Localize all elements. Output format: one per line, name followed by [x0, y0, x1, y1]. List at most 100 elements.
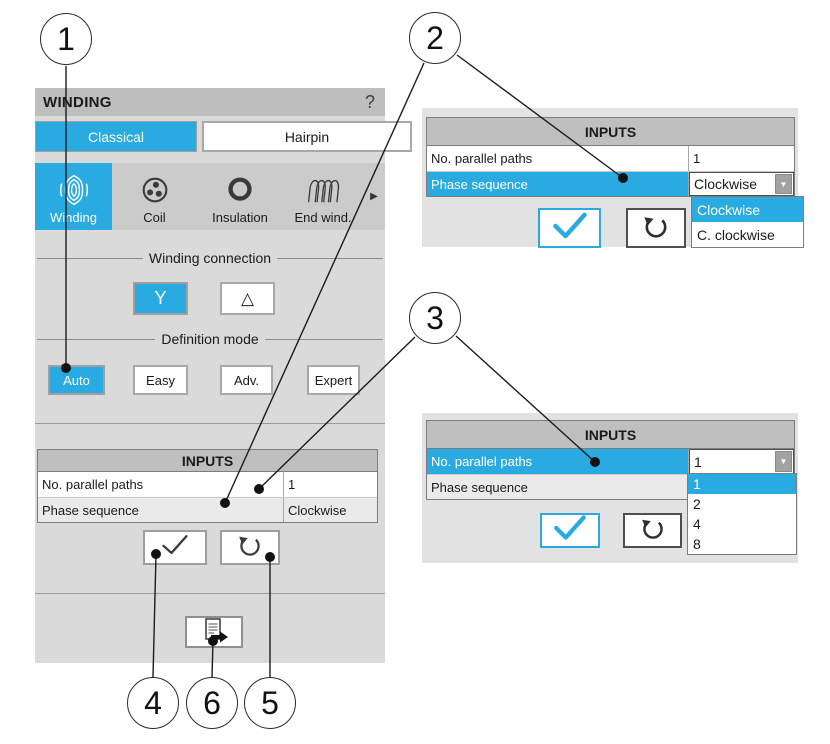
check-icon: [551, 211, 589, 246]
nav-scroll-right-icon[interactable]: ▶: [370, 191, 378, 202]
nav-tab-endwind[interactable]: End wind.: [283, 163, 363, 230]
restore-button[interactable]: [220, 530, 280, 565]
winding-panel: WINDING ? Classical Hairpin Wi: [35, 88, 412, 663]
combobox-value: Clockwise: [694, 176, 758, 192]
wye-connection-label: Y: [154, 288, 167, 308]
combobox-value: 1: [694, 453, 702, 470]
mode-adv-label: Adv.: [233, 372, 260, 388]
row-label: No. parallel paths: [427, 449, 689, 474]
divider: [37, 257, 143, 259]
parallel-paths-combobox-cell: 1 ▼: [689, 449, 794, 474]
dropdown-option-4[interactable]: 4: [688, 514, 796, 534]
divider: [35, 593, 385, 594]
check-icon: [160, 533, 190, 562]
winding-icon: [56, 170, 92, 210]
callout-circle-4: 4: [127, 677, 179, 729]
phase-sequence-combobox[interactable]: Clockwise ▼: [689, 172, 794, 196]
table-row-parallel-paths[interactable]: No. parallel paths 1: [427, 146, 794, 171]
callout-number: 3: [426, 299, 444, 336]
delta-connection-label: △: [240, 288, 255, 308]
divider: [37, 338, 156, 340]
inputs-table-header: INPUTS: [427, 118, 794, 146]
table-row-phase-sequence[interactable]: Phase sequence Clockwise: [38, 497, 377, 522]
winding-nav-row: Winding Coil: [35, 163, 385, 230]
winding-panel-header: WINDING ?: [35, 88, 385, 116]
nav-tab-endwind-label: End wind.: [294, 210, 352, 225]
phase-sequence-combobox-cell: Clockwise ▼: [689, 172, 794, 196]
refresh-icon: [641, 211, 671, 246]
table-row-phase-sequence[interactable]: Phase sequence Clockwise ▼: [427, 171, 794, 196]
dropdown-option-c-clockwise[interactable]: C. clockwise: [692, 222, 803, 247]
callout-number: 5: [261, 684, 279, 721]
mode-adv-button[interactable]: Adv.: [220, 365, 273, 395]
divider: [264, 338, 383, 340]
mode-easy-label: Easy: [146, 372, 175, 388]
row-label: No. parallel paths: [38, 472, 284, 497]
inputs-table-header: INPUTS: [38, 450, 377, 472]
inputs-table: INPUTS No. parallel paths 1 Phase sequen…: [37, 449, 378, 523]
callout-number: 2: [426, 19, 444, 56]
phase-sequence-panel: INPUTS No. parallel paths 1 Phase sequen…: [422, 108, 804, 248]
chevron-down-icon[interactable]: ▼: [775, 174, 792, 194]
row-label: No. parallel paths: [427, 146, 689, 171]
callout-circle-6: 6: [186, 677, 238, 729]
mode-easy-button[interactable]: Easy: [133, 365, 188, 395]
dropdown-option-1[interactable]: 1: [688, 474, 796, 494]
wye-connection-button[interactable]: Y: [133, 282, 188, 315]
mode-auto-label: Auto: [63, 372, 90, 388]
callout-number: 4: [144, 684, 162, 721]
coil-icon: [138, 170, 172, 210]
winding-connection-title: Winding connection: [148, 250, 272, 266]
table-row-parallel-paths[interactable]: No. parallel paths 1: [38, 472, 377, 497]
nav-tab-coil[interactable]: Coil: [112, 163, 197, 230]
tab-classical[interactable]: Classical: [35, 121, 197, 152]
restore-button[interactable]: [623, 513, 682, 548]
chevron-down-icon[interactable]: ▼: [775, 451, 792, 472]
mode-expert-button[interactable]: Expert: [307, 365, 360, 395]
restore-button[interactable]: [626, 208, 686, 248]
nav-tab-coil-label: Coil: [143, 210, 166, 225]
callout-circle-1: 1: [40, 13, 92, 65]
nav-tab-winding[interactable]: Winding: [35, 163, 112, 230]
refresh-icon: [639, 514, 667, 547]
inputs-table-header: INPUTS: [427, 421, 794, 449]
callout-circle-5: 5: [244, 677, 296, 729]
parallel-paths-combobox[interactable]: 1 ▼: [689, 449, 794, 474]
row-label: Phase sequence: [427, 172, 689, 196]
definition-mode-title: Definition mode: [161, 331, 259, 347]
dropdown-option-clockwise[interactable]: Clockwise: [692, 197, 803, 222]
divider: [35, 423, 385, 424]
export-winding-button[interactable]: [185, 616, 243, 648]
row-value[interactable]: 1: [288, 477, 296, 492]
help-icon[interactable]: ?: [364, 91, 375, 112]
export-document-icon: [197, 615, 231, 650]
panel-title: WINDING: [43, 93, 112, 111]
tab-hairpin-label: Hairpin: [284, 128, 330, 145]
table-row-parallel-paths[interactable]: No. parallel paths 1 ▼: [427, 449, 794, 474]
apply-button[interactable]: [540, 513, 600, 548]
callout-circle-3: 3: [409, 292, 461, 344]
row-value[interactable]: 1: [693, 151, 701, 166]
inputs-table: INPUTS No. parallel paths 1 Phase sequen…: [426, 117, 795, 197]
nav-tab-winding-label: Winding: [50, 210, 97, 225]
insulation-icon: [223, 170, 257, 210]
tab-classical-label: Classical: [87, 128, 144, 145]
mode-expert-label: Expert: [314, 372, 353, 388]
delta-connection-button[interactable]: △: [220, 282, 275, 315]
refresh-icon: [236, 531, 264, 564]
parallel-paths-dropdown-list: 1 2 4 8: [687, 473, 797, 555]
row-value[interactable]: Clockwise: [284, 498, 377, 522]
dropdown-option-8[interactable]: 8: [688, 534, 796, 554]
dropdown-option-2[interactable]: 2: [688, 494, 796, 514]
mode-auto-button[interactable]: Auto: [48, 365, 105, 395]
nav-tab-insulation[interactable]: Insulation: [197, 163, 283, 230]
nav-tab-insulation-label: Insulation: [212, 210, 268, 225]
tab-hairpin[interactable]: Hairpin: [202, 121, 412, 152]
row-label: Phase sequence: [427, 475, 689, 499]
apply-button[interactable]: [538, 208, 601, 248]
definition-mode-group: Definition mode: [37, 331, 383, 347]
check-icon: [552, 514, 588, 547]
callout-circle-2: 2: [409, 12, 461, 64]
apply-button[interactable]: [143, 530, 207, 565]
